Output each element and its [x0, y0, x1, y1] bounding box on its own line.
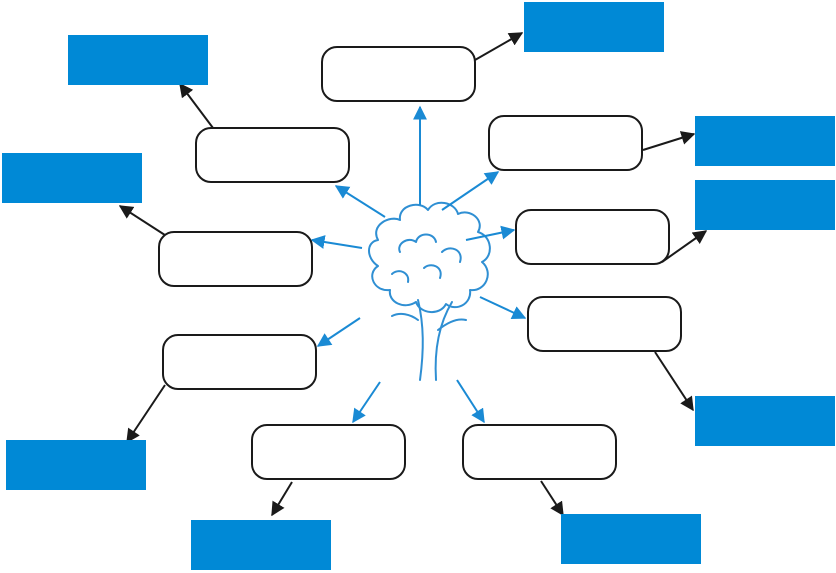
blue-box-left — [2, 153, 142, 203]
arrow-to-lower-right-box — [479, 296, 527, 320]
arrow-bottom-left-to-bottom-center-left — [271, 481, 293, 517]
arrow-low-left-to-bottom-left-corner — [126, 384, 166, 444]
rounded-box-lower-right — [527, 296, 682, 352]
blue-box-bottom-left-corner — [6, 440, 146, 490]
arrow-to-low-left-box — [316, 317, 361, 347]
arrow-lower-right-to-right-lower — [654, 351, 694, 412]
blue-box-top-right — [524, 2, 664, 52]
arrow-to-mid-left-box — [310, 235, 363, 249]
rounded-box-upper-left — [195, 127, 350, 183]
arrow-to-mid-right-box — [465, 225, 516, 241]
blue-box-right-middle — [695, 180, 835, 230]
arrow-to-upper-right-box — [441, 171, 500, 211]
arrow-top-to-top-right — [474, 32, 524, 61]
arrow-to-bottom-right-box — [456, 379, 485, 424]
rounded-box-bottom-left — [251, 424, 406, 480]
arrow-mid-left-to-left — [118, 205, 169, 238]
arrow-mid-right-to-right-middle — [661, 230, 708, 263]
rounded-box-top — [321, 46, 476, 102]
rounded-box-low-left — [162, 334, 317, 390]
rounded-box-bottom-right — [462, 424, 617, 480]
rounded-box-mid-left — [158, 231, 313, 287]
blue-box-right-upper — [695, 116, 835, 166]
arrow-upper-right-to-right-upper — [642, 131, 696, 151]
rounded-box-mid-right — [515, 209, 670, 265]
box-arrows — [118, 32, 708, 517]
arrow-bottom-right-to-bottom-center-right — [540, 480, 564, 517]
blue-box-bottom-center-right — [561, 514, 701, 564]
tree-arrows — [310, 105, 527, 424]
blue-box-right-lower — [695, 396, 835, 446]
blue-box-bottom-center-left — [191, 520, 331, 570]
rounded-box-upper-right — [488, 115, 643, 171]
arrow-to-upper-left-box — [334, 185, 386, 218]
tree-icon — [368, 201, 491, 381]
arrow-to-bottom-left-box — [352, 381, 381, 424]
arrow-upper-left-to-top-left — [179, 82, 214, 129]
blue-box-top-left — [68, 35, 208, 85]
